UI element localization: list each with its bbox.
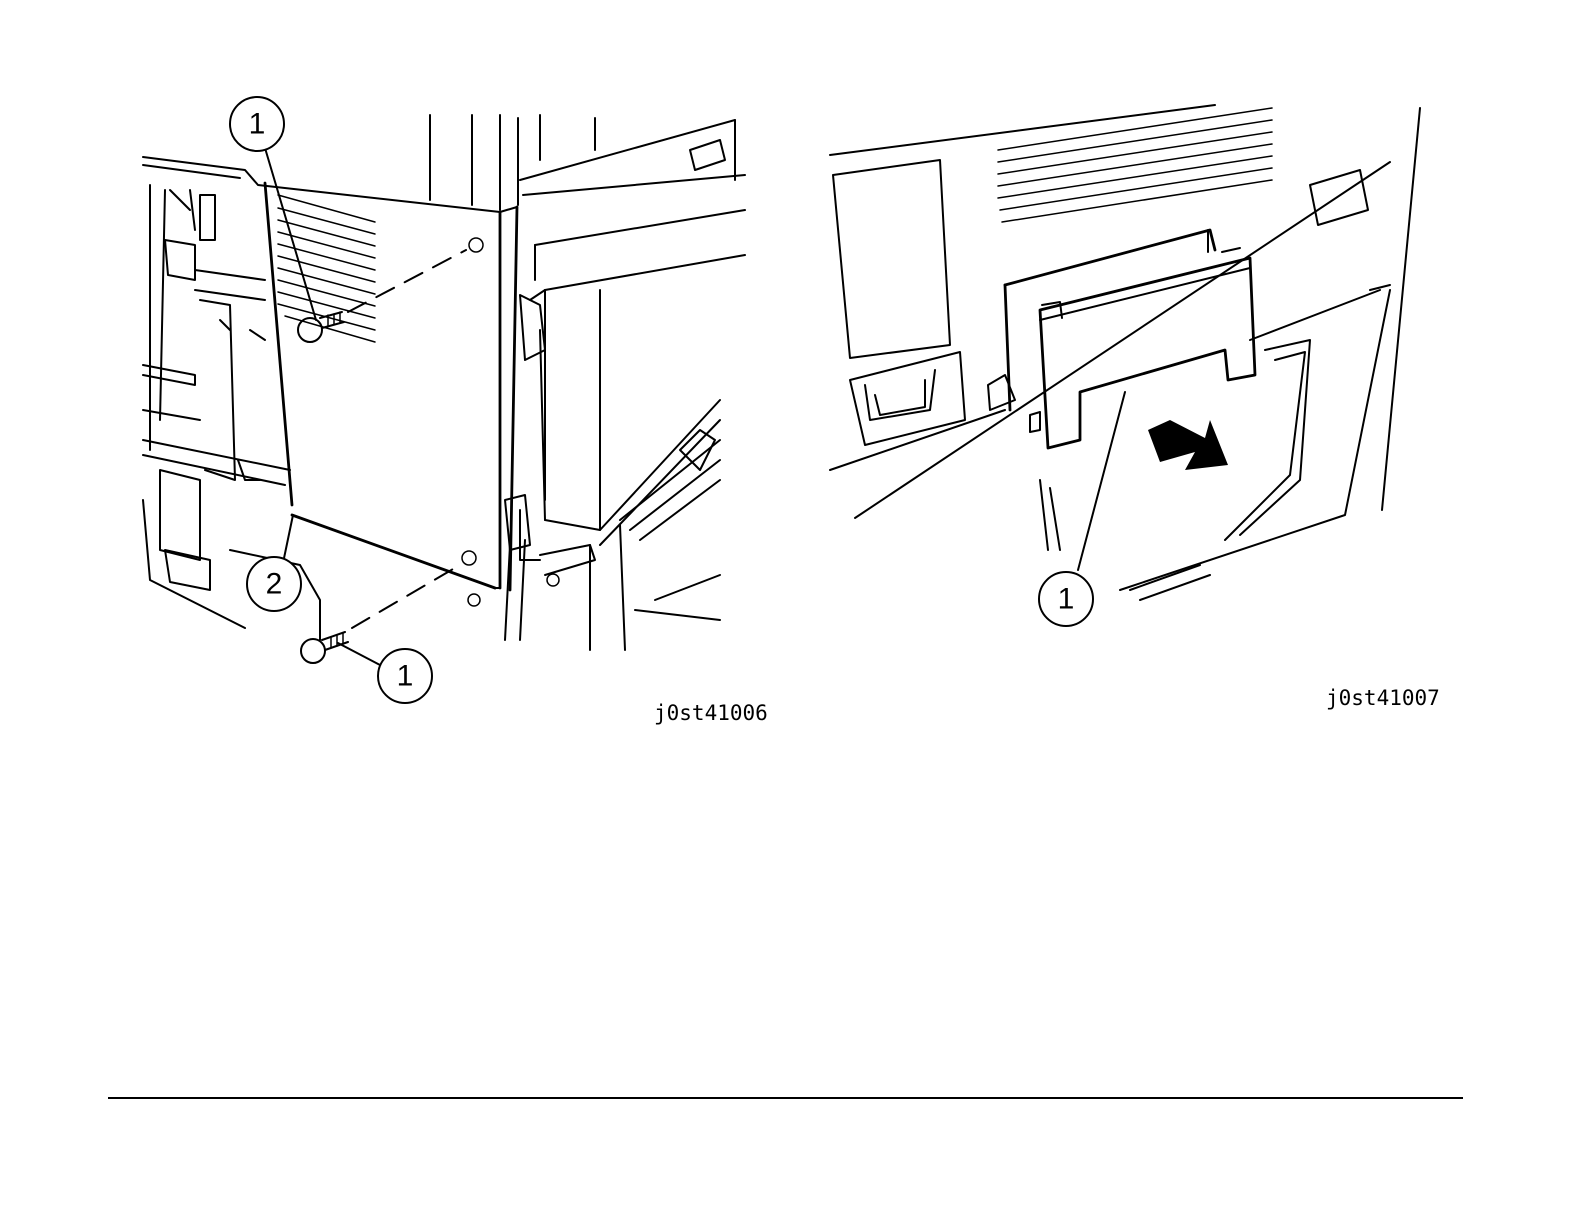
screw-hole-lower (462, 551, 476, 565)
figure-1-illustration: 1 2 1 j0st41006 (0, 0, 780, 760)
footer-rule (108, 1097, 1463, 1099)
screw-path-lower (352, 565, 460, 628)
figure-j0st41007: 1 j0st41007 (800, 0, 1584, 760)
svg-text:1: 1 (397, 660, 414, 693)
right-side-trays (505, 210, 745, 650)
screw-path-upper (348, 250, 466, 312)
leader-line (265, 148, 316, 320)
figure-id-label: j0st41007 (1326, 686, 1440, 710)
leader-line (1078, 392, 1125, 570)
figure-2-illustration: 1 j0st41007 (800, 0, 1584, 760)
vent-slats (278, 195, 375, 342)
callout-2: 2 (247, 557, 301, 611)
svg-text:1: 1 (249, 108, 266, 141)
removal-arrow-icon (1148, 420, 1228, 470)
figure-id-label: j0st41006 (654, 701, 768, 725)
screw-hole-upper (469, 238, 483, 252)
screw-upper (298, 312, 344, 342)
svg-text:1: 1 (1058, 583, 1075, 616)
callout-1-upper: 1 (230, 97, 284, 151)
screw-lower (301, 632, 348, 663)
printer-body-left (143, 115, 745, 590)
vent-slats (998, 108, 1272, 222)
callout-1: 1 (1039, 572, 1093, 626)
callout-1-lower: 1 (378, 649, 432, 703)
leader-line (283, 515, 293, 563)
figure-j0st41006: 1 2 1 j0st41006 (0, 0, 780, 760)
rear-side-cover (265, 183, 500, 606)
leader-line (338, 643, 380, 665)
svg-text:2: 2 (266, 568, 283, 601)
rear-cover-part (988, 230, 1255, 448)
